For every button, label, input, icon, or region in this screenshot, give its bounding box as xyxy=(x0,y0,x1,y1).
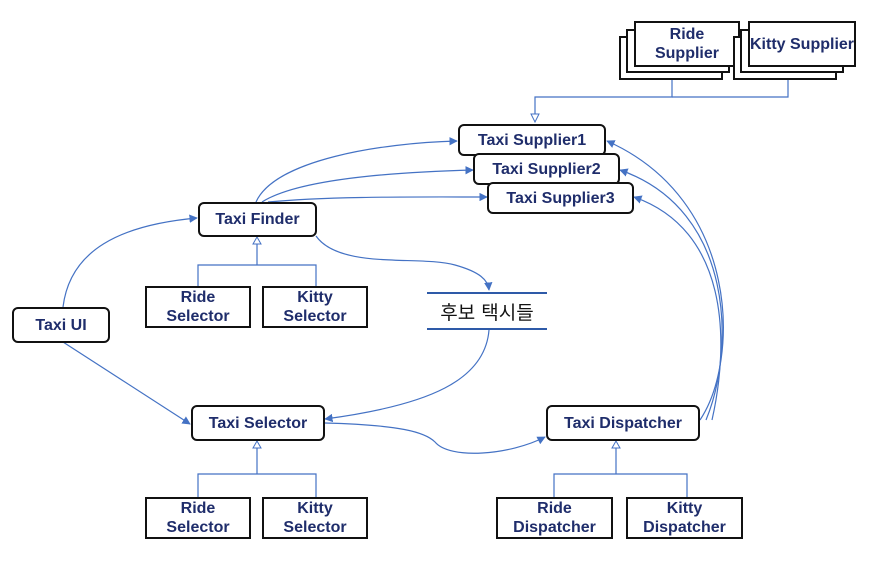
kitty-dispatcher-label: Kitty Dispatcher xyxy=(643,500,726,536)
ride-supplier-box: Ride Supplier xyxy=(634,21,740,67)
edge-finder-supplier1 xyxy=(255,136,458,203)
generalization-ride-supplier xyxy=(534,78,673,114)
edge-finder-supplier2 xyxy=(261,166,474,203)
generalization-kitty-supplier xyxy=(672,78,789,98)
edge-ui-finder xyxy=(62,214,198,308)
taxi-dispatcher-box: Taxi Dispatcher xyxy=(546,405,700,441)
taxi-ui-label: Taxi UI xyxy=(35,316,87,334)
taxi-supplier2-box: Taxi Supplier2 xyxy=(473,153,620,185)
finder-kitty-selector-label: Kitty Selector xyxy=(283,289,347,325)
edge-candidates-selector xyxy=(324,329,490,423)
edge-dispatcher-supplier2 xyxy=(619,168,723,421)
taxi-dispatcher-label: Taxi Dispatcher xyxy=(564,414,682,432)
taxi-supplier3-label: Taxi Supplier3 xyxy=(506,189,615,207)
edge-dispatcher-supplier1 xyxy=(606,140,724,421)
selector-kitty-selector-label: Kitty Selector xyxy=(283,500,347,536)
candidate-taxis-store: 후보 택시들 xyxy=(427,292,547,330)
edge-ui-selector xyxy=(62,341,191,425)
generalization-selector xyxy=(197,443,317,497)
taxi-supplier3-box: Taxi Supplier3 xyxy=(487,182,634,214)
selector-kitty-selector-box: Kitty Selector xyxy=(262,497,368,539)
generalization-head-finder xyxy=(252,235,262,245)
finder-ride-selector-box: Ride Selector xyxy=(145,286,251,328)
generalization-head-dispatcher xyxy=(611,439,621,449)
selector-ride-selector-label: Ride Selector xyxy=(166,500,230,536)
taxi-finder-label: Taxi Finder xyxy=(215,211,300,228)
edge-finder-supplier3 xyxy=(267,192,488,203)
candidate-taxis-label: 후보 택시들 xyxy=(440,301,534,324)
taxi-supplier2-label: Taxi Supplier2 xyxy=(492,160,601,178)
taxi-supplier1-box: Taxi Supplier1 xyxy=(458,124,606,156)
edge-finder-candidates xyxy=(315,235,493,291)
generalization-head-suppliers xyxy=(530,113,540,124)
ride-dispatcher-box: Ride Dispatcher xyxy=(496,497,613,539)
generalization-finder xyxy=(197,244,317,287)
generalization-dispatcher xyxy=(553,443,688,497)
taxi-ui-box: Taxi UI xyxy=(12,307,110,343)
taxi-selector-label: Taxi Selector xyxy=(208,414,308,432)
selector-ride-selector-box: Ride Selector xyxy=(145,497,251,539)
kitty-supplier-label: Kitty Supplier xyxy=(750,35,855,53)
edge-dispatcher-supplier3 xyxy=(633,195,722,421)
finder-ride-selector-label: Ride Selector xyxy=(166,289,230,325)
finder-kitty-selector-box: Kitty Selector xyxy=(262,286,368,328)
kitty-dispatcher-box: Kitty Dispatcher xyxy=(626,497,743,539)
ride-dispatcher-label: Ride Dispatcher xyxy=(513,500,596,536)
kitty-supplier-box: Kitty Supplier xyxy=(748,21,856,67)
generalization-head-selector xyxy=(252,439,262,449)
taxi-supplier1-label: Taxi Supplier1 xyxy=(477,131,587,149)
taxi-finder-box: Taxi Finder xyxy=(198,202,317,237)
ride-supplier-label: Ride Supplier xyxy=(654,26,719,62)
taxi-selector-box: Taxi Selector xyxy=(191,405,325,441)
edge-selector-dispatcher xyxy=(324,422,546,454)
